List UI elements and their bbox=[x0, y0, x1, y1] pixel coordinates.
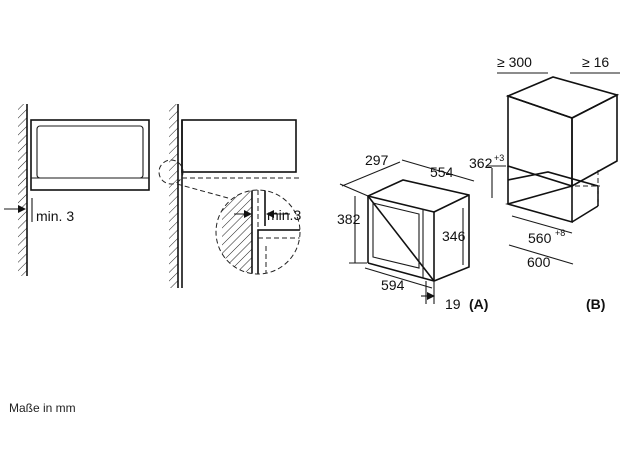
figure-a-label: (A) bbox=[469, 296, 488, 312]
dim-594-line bbox=[364, 267, 433, 289]
dim-16-label: ≥ 16 bbox=[582, 54, 609, 70]
side-wall-hatch bbox=[169, 104, 178, 288]
upper-cabinet-front bbox=[507, 94, 573, 188]
dim-560-tolerance: +8 bbox=[555, 228, 565, 238]
appliance-figure-a: 297 554 382 346 594 19 (A) bbox=[337, 152, 488, 312]
upper-cabinet-side bbox=[571, 93, 618, 188]
detail-circle bbox=[215, 189, 301, 275]
dim-382-label: 382 bbox=[337, 211, 361, 227]
side-appliance bbox=[181, 119, 297, 173]
detail-leader bbox=[176, 183, 229, 199]
min-left-label: min. 3 bbox=[36, 208, 74, 224]
dim-297-label: 297 bbox=[365, 152, 389, 168]
units-footnote: Maße in mm bbox=[9, 401, 76, 415]
niche-bottom-right bbox=[571, 205, 599, 223]
dim-297-ext bbox=[339, 183, 369, 197]
detail-source-circle bbox=[158, 159, 184, 185]
upper-cabinet-top bbox=[505, 76, 620, 119]
dim-300-label: ≥ 300 bbox=[497, 54, 532, 70]
niche-figure-b: ≥ 300 ≥ 16 362 +3 560 +8 600 (B) bbox=[469, 54, 620, 312]
detail-magnified bbox=[222, 190, 300, 274]
dim-362-tolerance: +3 bbox=[494, 153, 504, 163]
dim-600-line bbox=[508, 244, 574, 265]
dim-560-line bbox=[511, 215, 573, 234]
wall-hatch bbox=[18, 104, 27, 276]
appliance-top-right bbox=[433, 194, 470, 213]
min-detail-label: min.3 bbox=[267, 207, 301, 223]
dim-554-line bbox=[401, 159, 475, 182]
appliance-window-a bbox=[372, 202, 420, 269]
dim-346-label: 346 bbox=[442, 228, 466, 244]
dim-19-label: 19 bbox=[445, 296, 461, 312]
dim-594-label: 594 bbox=[381, 277, 405, 293]
front-view-figure: min. 3 bbox=[4, 104, 150, 276]
niche-bottom bbox=[505, 184, 573, 224]
appliance-front bbox=[30, 119, 150, 191]
dim-362-label: 362 bbox=[469, 155, 493, 171]
figure-b-label: (B) bbox=[586, 296, 605, 312]
dim-554-label: 554 bbox=[430, 164, 454, 180]
appliance-window bbox=[36, 125, 144, 179]
side-view-figure: min.3 bbox=[158, 104, 301, 288]
dim-600-label: 600 bbox=[527, 254, 551, 270]
dim-560-label: 560 bbox=[528, 230, 552, 246]
dim-297-line bbox=[341, 161, 401, 187]
